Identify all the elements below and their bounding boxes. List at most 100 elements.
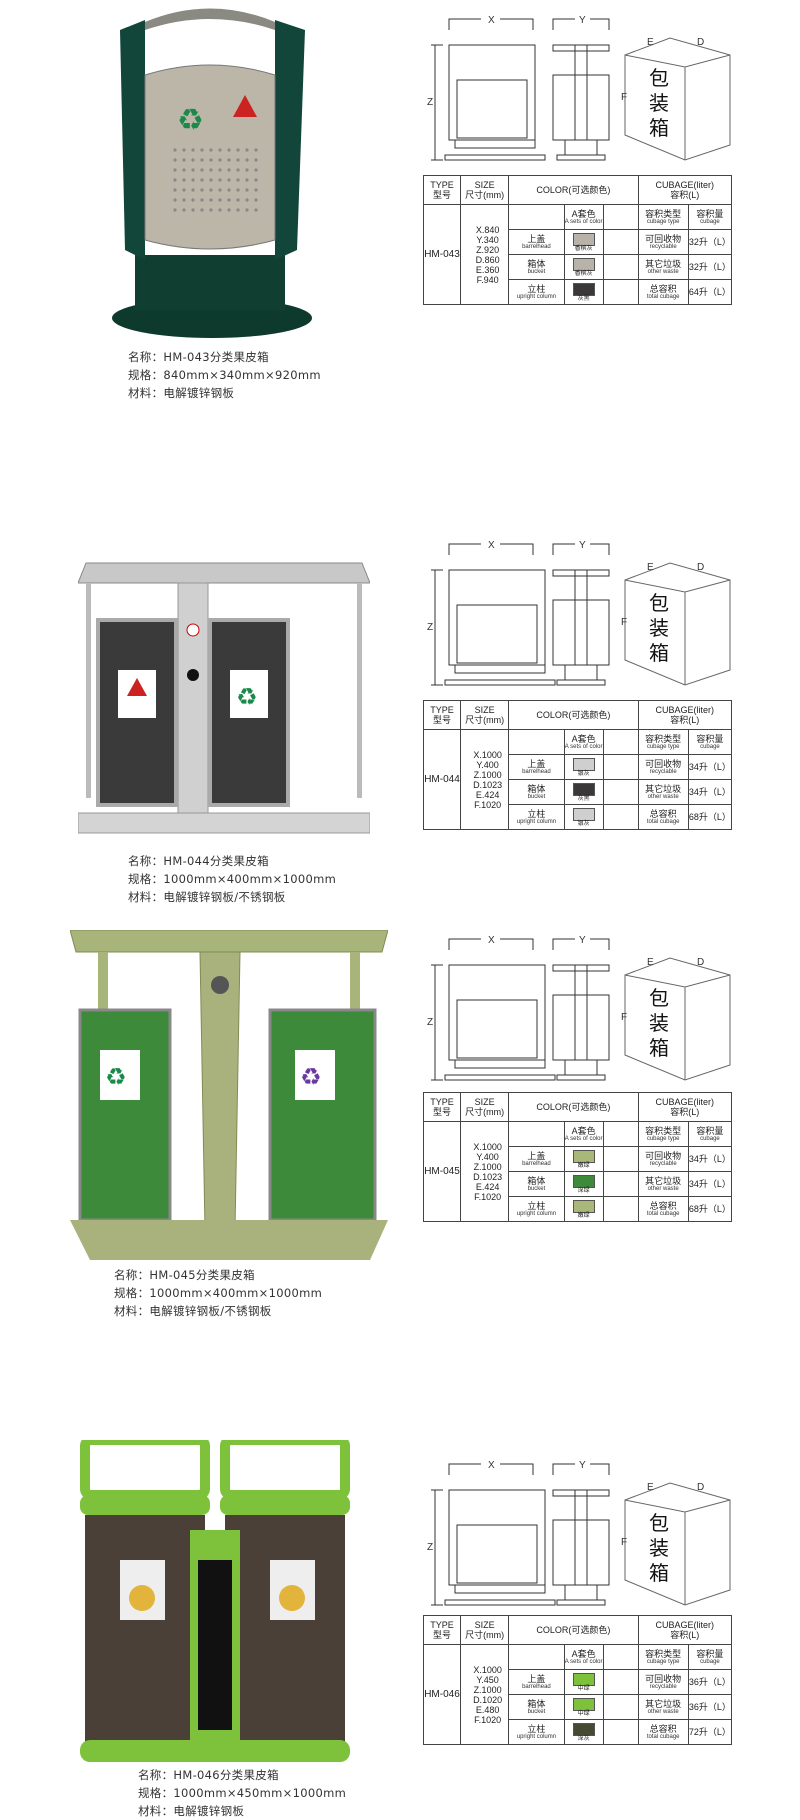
cubage-type-sub: total cubage [646,1210,680,1217]
header-cubage-main: CUBAGE(liter) [655,1620,715,1630]
cubage-type-sub: recyclable [649,1683,677,1690]
header-type-main: TYPE [430,1620,454,1630]
cubage-type-main: 总容积 [649,1200,677,1211]
size-value: E.480 [475,1704,500,1715]
cubage-type-sub: total cubage [646,818,680,825]
cubage-value: 34升（L） [687,1171,733,1197]
cubage-value-label-sub: cubage [700,1658,720,1665]
svg-text:X: X [488,935,495,946]
product-material: 材料：电解镀锌钢板/不锈钢板 [128,890,286,904]
size-value: Y.450 [476,1674,499,1685]
color-swatch-cell: 嫩绿 [563,1196,604,1222]
set-label-main: A套色 [571,208,596,219]
cubage-type-sub: other waste [647,1185,679,1192]
part-label-main: 上盖 [527,233,546,244]
cubage-type-sub: other waste [647,1708,679,1715]
cubage-type-sub: total cubage [646,293,680,300]
part-label-sub: barrelhead [522,243,551,250]
svg-text:装: 装 [649,1536,669,1560]
svg-text:X: X [488,540,495,551]
cubage-type-sub: recyclable [649,1160,677,1167]
color-name: 银灰 [577,771,590,777]
part-label-main: 箱体 [527,1175,546,1186]
svg-text:D: D [697,37,704,48]
product-spec: 规格：1000mm×400mm×1000mm [114,1286,323,1300]
cubage-value: 72升（L） [687,1719,733,1745]
svg-text:Y: Y [579,935,586,946]
color-swatch-cell: 中绿 [563,1694,604,1720]
empty-cell [602,1719,639,1745]
cubage-value-label-sub: cubage [700,743,720,750]
empty-cell [602,729,639,755]
cubage-type-main: 总容积 [649,1723,677,1734]
empty-cell [602,1644,639,1670]
svg-text:Y: Y [579,15,586,26]
svg-text:F: F [621,1537,627,1548]
cubage-type-main: 可回收物 [645,1673,682,1684]
empty-cell [602,1694,639,1720]
empty-cell [602,804,639,830]
color-swatch-cell: 香槟灰 [563,254,604,280]
size-value: Z.1000 [473,1684,502,1695]
color-swatch [572,808,595,821]
cubage-type-main: 可回收物 [645,758,682,769]
size-value: E.424 [475,1181,500,1192]
empty-cell [508,204,565,230]
svg-text:箱: 箱 [649,116,669,140]
part-label-sub: bucket [527,268,546,275]
cubage-type-label-sub: cubage type [646,743,680,750]
cubage-type-sub: other waste [647,793,679,800]
product-name: 名称：HM-044分类果皮箱 [128,854,269,868]
part-label-main: 箱体 [527,1698,546,1709]
svg-text:Y: Y [579,1460,586,1471]
color-swatch-cell: 中绿 [563,1669,604,1695]
part-label-sub: barrelhead [522,1683,551,1690]
set-label-sub: A sets of color [564,743,603,750]
header-type-main: TYPE [430,1097,454,1107]
size-value: X.1000 [473,1664,502,1675]
header-size-main: SIZE [474,1620,495,1630]
header-size-main: SIZE [474,1097,495,1107]
cubage-value: 34升（L） [687,779,733,805]
color-swatch-cell: 灰黑 [563,779,604,805]
cubage-value-label-sub: cubage [700,218,720,225]
svg-text:F: F [621,617,627,628]
svg-text:X: X [488,15,495,26]
svg-text:装: 装 [649,91,669,115]
size-value: E.424 [475,789,500,800]
svg-text:Z: Z [427,1017,433,1028]
cubage-type-main: 可回收物 [645,233,682,244]
svg-text:E: E [647,1482,654,1493]
color-swatch [572,258,595,271]
part-label-main: 立柱 [527,808,546,819]
empty-cell [602,1669,639,1695]
header-size-sub: 尺寸(mm) [465,715,505,725]
color-swatch [572,758,595,771]
cubage-type-main: 可回收物 [645,1150,682,1161]
